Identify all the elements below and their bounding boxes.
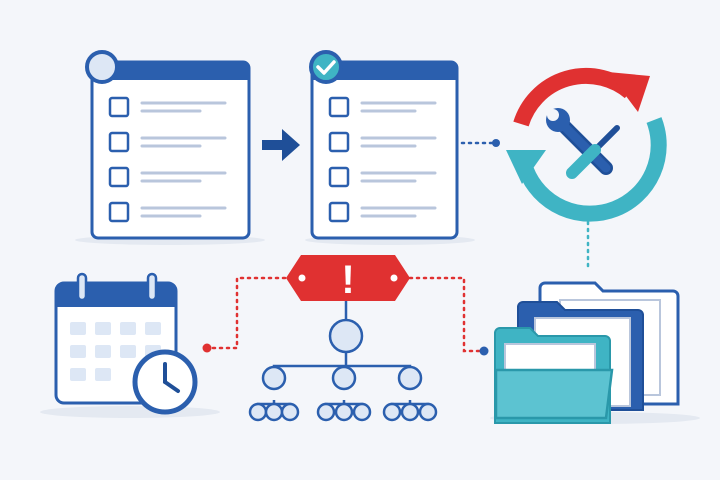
maintenance-cycle-icon xyxy=(506,67,667,222)
connector-dotted-red-left xyxy=(202,276,288,353)
folder-stack-icon xyxy=(494,281,680,424)
check-badge-icon xyxy=(309,50,343,84)
org-tree-icon xyxy=(248,301,438,422)
checklist-done-icon xyxy=(309,50,459,240)
alert-symbol: ! xyxy=(341,258,354,302)
tree-branch-node xyxy=(331,365,357,391)
right-arrow-icon xyxy=(262,129,300,161)
checklist-pending-icon xyxy=(85,50,251,240)
alert-tag-icon: ! xyxy=(286,255,410,302)
teal-cycle-arrowhead-icon xyxy=(506,150,546,184)
tree-root-node xyxy=(328,318,364,354)
connector-dotted-blue xyxy=(460,139,500,147)
checklist-items xyxy=(108,96,227,223)
calendar-day-grid xyxy=(70,322,161,381)
connector-dotted-red-right xyxy=(408,276,489,356)
tree-branch-node xyxy=(397,365,423,391)
calendar-clock-icon xyxy=(54,272,198,415)
tree-branch-node xyxy=(261,365,287,391)
red-cycle-arrowhead-icon xyxy=(608,72,650,112)
pending-status-circle-icon xyxy=(85,50,119,84)
checklist-items xyxy=(328,96,437,223)
wrench-screwdriver-icon xyxy=(546,108,620,179)
clock-icon xyxy=(132,349,198,415)
